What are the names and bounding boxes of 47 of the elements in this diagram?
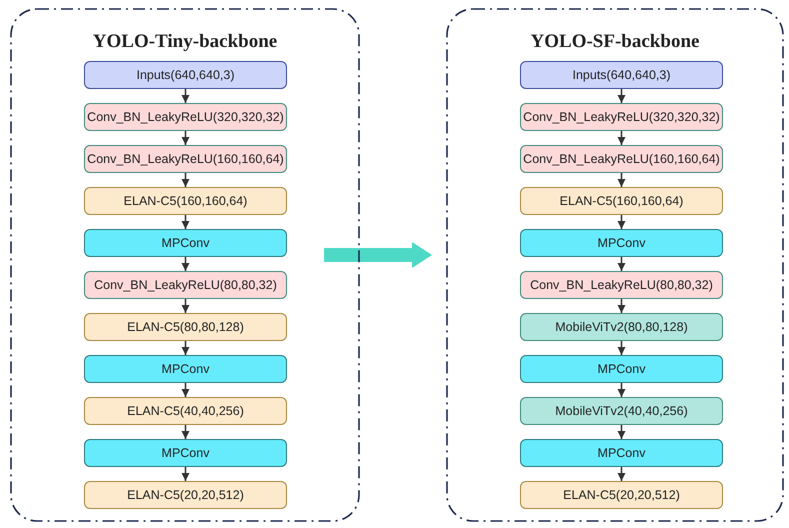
conv-block-box: Conv_BN_LeakyReLU(320,320,32) <box>84 103 287 131</box>
arrow <box>182 299 190 313</box>
elan-block-box: ELAN-C5(80,80,128) <box>84 313 287 341</box>
input-box: Inputs(640,640,3) <box>520 61 723 89</box>
mobilevit-block-box: MobileViTv2(80,80,128) <box>520 313 723 341</box>
conv-block-box: Conv_BN_LeakyReLU(80,80,32) <box>84 271 287 299</box>
arrow <box>618 173 626 187</box>
arrow <box>618 215 626 229</box>
arrow <box>182 215 190 229</box>
mpconv-box: MPConv <box>84 229 287 257</box>
input-box: Inputs(640,640,3) <box>84 61 287 89</box>
conv-block-box: Conv_BN_LeakyReLU(160,160,64) <box>84 145 287 173</box>
arrow <box>618 467 626 481</box>
conv-block-box: Conv_BN_LeakyReLU(320,320,32) <box>520 103 723 131</box>
arrow <box>182 341 190 355</box>
arrow <box>182 467 190 481</box>
conv-block-box: Conv_BN_LeakyReLU(160,160,64) <box>520 145 723 173</box>
panel-title: YOLO-Tiny-backbone <box>92 30 278 54</box>
arrow <box>618 383 626 397</box>
block-arrow <box>324 242 432 268</box>
arrow <box>182 425 190 439</box>
dashed-panel <box>10 8 360 522</box>
elan-block-box: ELAN-C5(160,160,64) <box>520 187 723 215</box>
elan-block-box: ELAN-C5(20,20,512) <box>84 481 287 509</box>
arrow <box>618 341 626 355</box>
mpconv-box: MPConv <box>84 439 287 467</box>
arrow <box>618 89 626 103</box>
arrow <box>182 383 190 397</box>
arrow <box>182 257 190 271</box>
mpconv-box: MPConv <box>520 229 723 257</box>
conv-block-box: Conv_BN_LeakyReLU(80,80,32) <box>520 271 723 299</box>
arrow <box>182 131 190 145</box>
arrow <box>618 299 626 313</box>
dashed-panel <box>446 8 784 522</box>
mpconv-box: MPConv <box>520 355 723 383</box>
arrow <box>618 257 626 271</box>
arrow <box>618 425 626 439</box>
arrow <box>182 173 190 187</box>
elan-block-box: ELAN-C5(20,20,512) <box>520 481 723 509</box>
mpconv-box: MPConv <box>84 355 287 383</box>
elan-block-box: ELAN-C5(160,160,64) <box>84 187 287 215</box>
arrow <box>182 89 190 103</box>
mpconv-box: MPConv <box>520 439 723 467</box>
arrow <box>618 131 626 145</box>
panel-title: YOLO-SF-backbone <box>530 30 700 54</box>
mobilevit-block-box: MobileViTv2(40,40,256) <box>520 397 723 425</box>
elan-block-box: ELAN-C5(40,40,256) <box>84 397 287 425</box>
